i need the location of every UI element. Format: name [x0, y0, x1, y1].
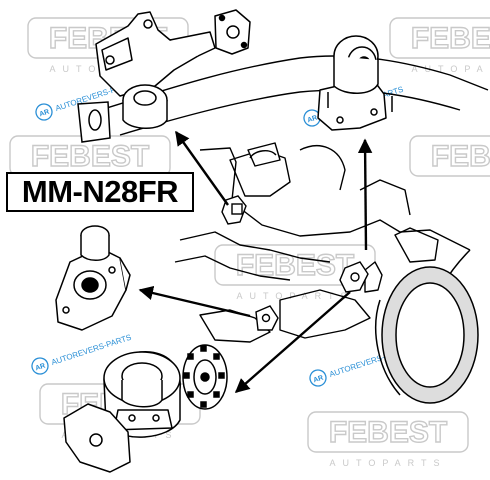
svg-text:FEBEST: FEBEST: [411, 22, 490, 55]
svg-text:AR: AR: [39, 109, 51, 119]
leader-arrows: [138, 130, 373, 393]
svg-text:AUTOPARTS: AUTOPARTS: [411, 64, 490, 74]
svg-text:AUTOPARTS: AUTOPARTS: [236, 291, 353, 301]
mount-bracket-top-left: [95, 9, 251, 129]
engine-mount-bottom: [63, 351, 181, 473]
arrow-to-top-right-mount: [357, 138, 373, 251]
watermark-mid-left: FEBEST: [9, 135, 171, 177]
arrow-to-left-mount: [138, 285, 251, 318]
svg-text:FEBEST: FEBEST: [31, 140, 149, 173]
svg-text:FEBEST: FEBEST: [329, 416, 447, 449]
arrow-to-bottom-mount: [234, 291, 351, 393]
watermark-bottom-right: FEBEST AUTOPARTS: [307, 411, 469, 468]
watermark-mid-right: FEBEST: [409, 135, 490, 177]
svg-text:FEBEST: FEBEST: [431, 140, 490, 173]
svg-text:AR: AR: [307, 115, 319, 125]
arrow-to-top-left-mount: [175, 130, 229, 206]
bushing-mount-top-right: [317, 35, 393, 131]
svg-text:AUTOPARTS: AUTOPARTS: [329, 458, 446, 468]
part-number-label: MM-N28FR: [6, 172, 194, 212]
toothed-plate: [182, 344, 228, 410]
svg-text:AR: AR: [35, 363, 47, 373]
svg-text:FEBEST: FEBEST: [236, 249, 354, 282]
washer-plate-left: [77, 101, 111, 143]
engine-mount-left: [55, 225, 131, 331]
svg-text:AR: AR: [313, 375, 325, 385]
watermark-center: FEBEST AUTOPARTS: [214, 244, 376, 301]
wheel-outline: [375, 249, 479, 404]
watermark-top-right: FEBEST AUTOPARTS: [389, 17, 490, 74]
